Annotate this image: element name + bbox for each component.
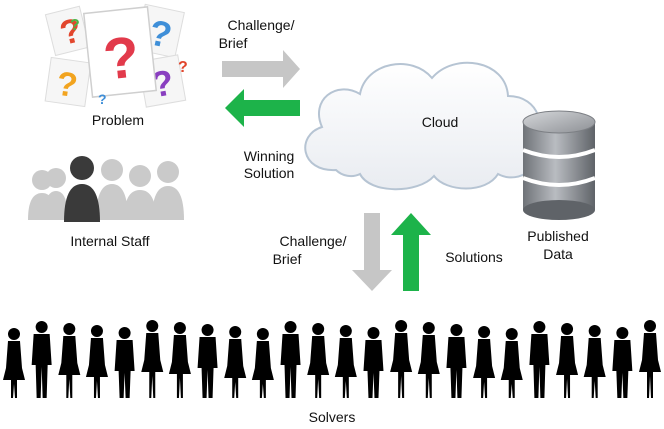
challenge-brief-top-line1: Challenge/ [227, 17, 295, 33]
solver-silhouette [639, 320, 661, 398]
crowd-silhouette-icon [3, 320, 661, 398]
solver-silhouette [556, 323, 579, 398]
solver-silhouette [583, 325, 606, 398]
solver-silhouette [3, 328, 25, 398]
challenge-brief-bottom-line2: Brief [272, 251, 302, 267]
svg-text:?: ? [100, 24, 142, 92]
internal-staff-label: Internal Staff [70, 233, 150, 249]
svg-text:?: ? [98, 91, 107, 107]
winning-solution-arrow-left [225, 89, 300, 127]
database-icon [522, 110, 596, 220]
solver-silhouette [334, 325, 357, 398]
solver-silhouette [197, 324, 218, 398]
published-data-line2: Data [543, 246, 573, 262]
solver-silhouette [612, 327, 633, 398]
solver-silhouette [85, 325, 108, 398]
challenge-brief-arrow-right [222, 50, 300, 88]
solver-silhouette [168, 322, 191, 398]
challenge-brief-arrow-down [352, 213, 392, 291]
published-data-line1: Published [527, 228, 589, 244]
solver-silhouette [446, 324, 467, 398]
solver-silhouette [500, 328, 523, 398]
solver-silhouette [251, 328, 274, 398]
svg-text:?: ? [70, 17, 80, 34]
cloud-label: Cloud [421, 114, 459, 130]
cloud-icon [304, 61, 541, 191]
solver-silhouette [307, 323, 330, 398]
question-mark-cards-icon: ? ? ? ? ? ? ? ? [44, 3, 188, 108]
solver-silhouette [58, 323, 81, 398]
solver-silhouette [417, 322, 440, 398]
solver-silhouette [529, 321, 550, 398]
solver-silhouette [224, 326, 247, 398]
challenge-brief-top-line2: Brief [218, 35, 248, 51]
group-silhouette-icon [28, 156, 184, 222]
solver-silhouette [280, 321, 301, 398]
challenge-brief-bottom-line1: Challenge/ [279, 233, 347, 249]
svg-text:?: ? [178, 59, 188, 76]
winning-solution-line1: Winning [243, 148, 295, 164]
solver-silhouette [363, 327, 384, 398]
solutions-label: Solutions [445, 249, 503, 265]
solvers-label: Solvers [308, 409, 356, 425]
solutions-arrow-up [391, 213, 431, 291]
solver-silhouette [141, 320, 164, 398]
solver-silhouette [114, 327, 135, 398]
solver-silhouette [31, 321, 52, 398]
solver-silhouette [390, 320, 413, 398]
solver-silhouette [473, 326, 496, 398]
winning-solution-line2: Solution [243, 165, 295, 181]
problem-label: Problem [91, 112, 145, 128]
